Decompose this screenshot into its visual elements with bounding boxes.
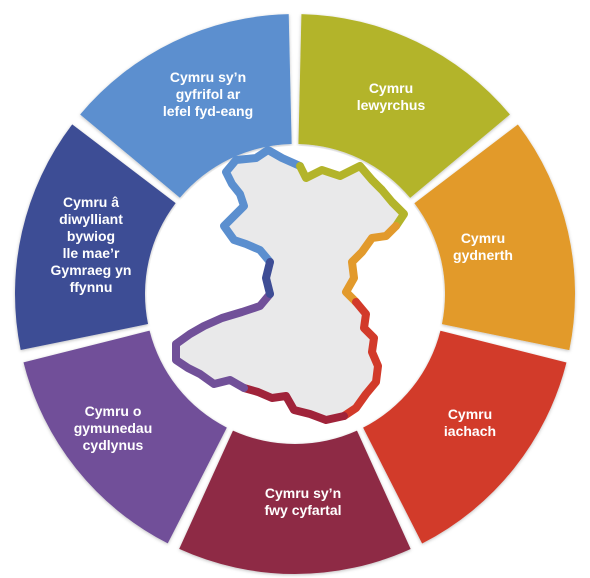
segment-healthier [363, 330, 567, 544]
wales-coast-maroon [240, 384, 348, 424]
wales-coast-green [296, 162, 408, 230]
segment-resilient [414, 124, 575, 351]
segment-vibrant-culture [14, 124, 176, 351]
wales-coast-purple [172, 290, 274, 392]
wales-coast-orange [342, 222, 400, 306]
segment-cohesive-communities [23, 330, 227, 544]
wales-map [172, 146, 408, 424]
wales-coast-red [340, 298, 382, 420]
segment-more-equal [179, 430, 411, 574]
wales-coast-navy [262, 258, 274, 298]
segment-globally-responsible [80, 14, 292, 198]
wales-coast-blue [220, 146, 304, 266]
segment-prosperous [298, 14, 510, 198]
